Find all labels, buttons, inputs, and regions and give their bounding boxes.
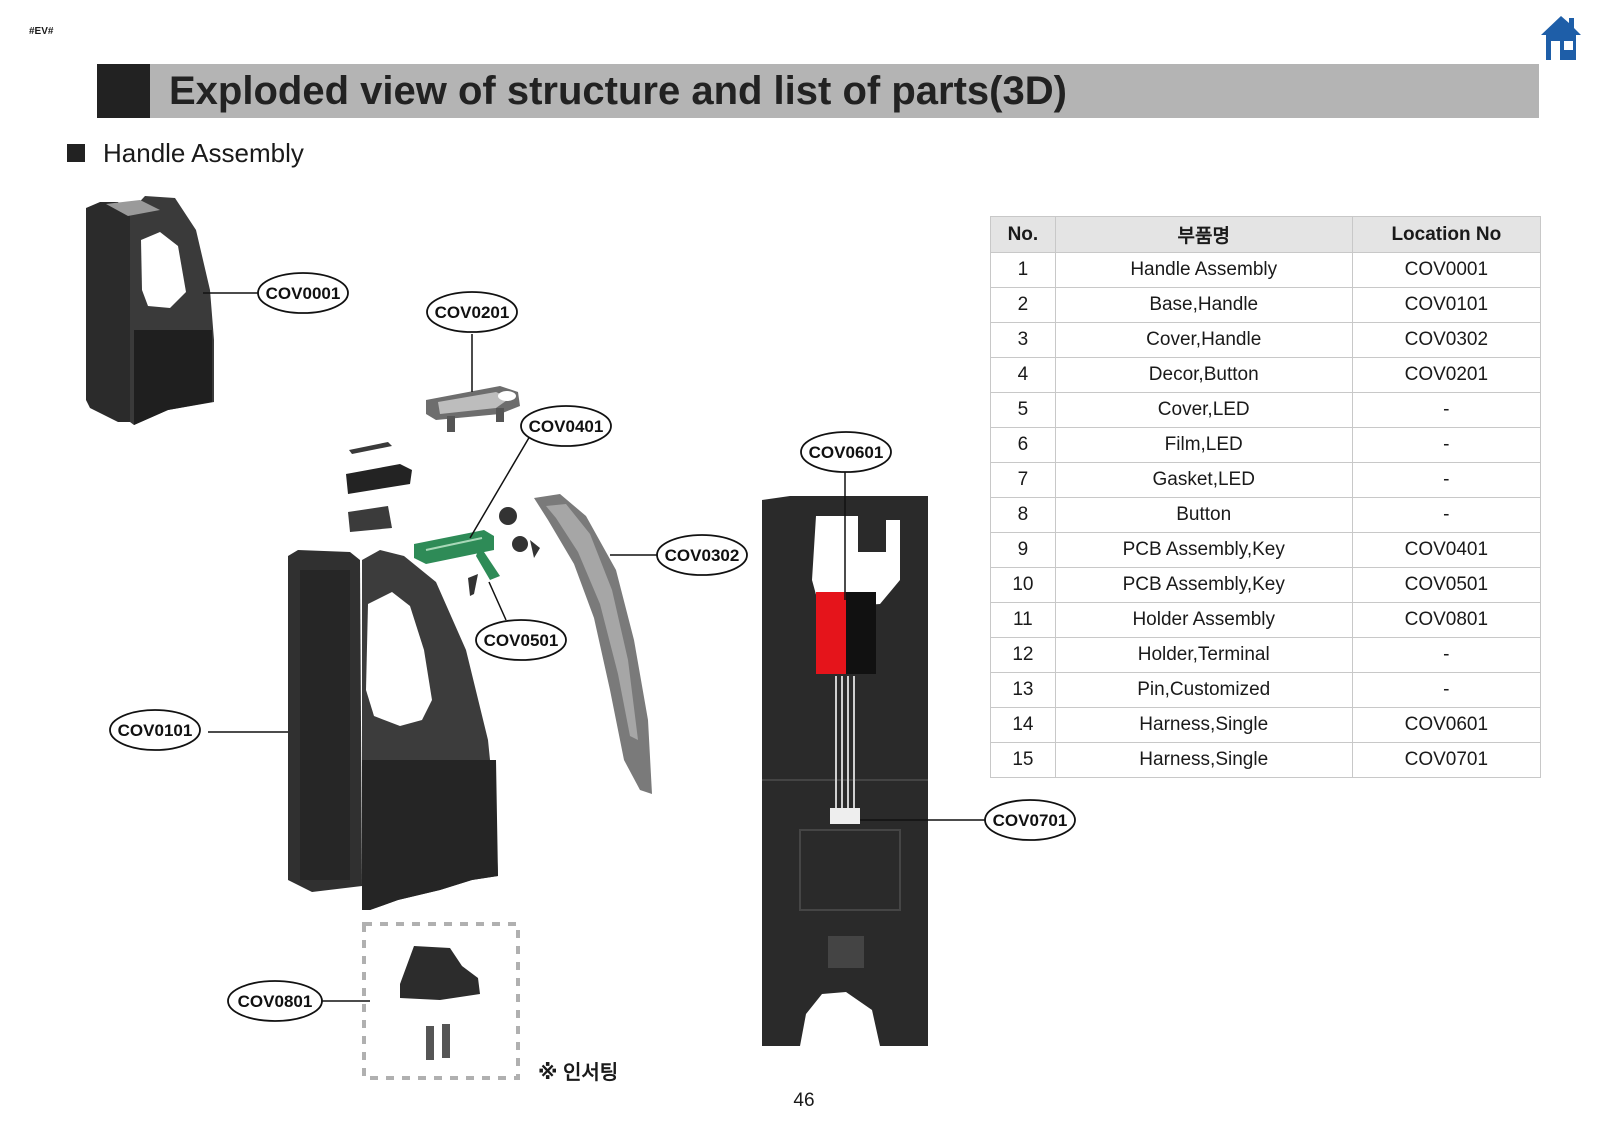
cell-no: 5 [990,392,1056,428]
insert-note: ※ 인서팅 [538,1062,619,1084]
cell-part-name: Handle Assembly [1054,252,1353,288]
cell-part-name: PCB Assembly,Key [1054,532,1353,568]
cell-no: 10 [990,567,1056,603]
table-header-row: No. 부품명 Location No [990,216,1542,253]
pcb-key-part [414,530,500,596]
callout-cov0101: COV0101 [118,721,193,740]
cell-location-no: COV0001 [1351,252,1542,288]
cell-location-no: - [1351,497,1542,533]
cell-part-name: Harness,Single [1054,707,1353,743]
cell-no: 6 [990,427,1056,463]
title-block [97,64,150,118]
cell-location-no: - [1351,462,1542,498]
small-screws [499,507,540,558]
cell-part-name: Button [1054,497,1353,533]
cell-no: 2 [990,287,1056,323]
cell-location-no: COV0701 [1351,742,1542,778]
cell-location-no: COV0401 [1351,532,1542,568]
ev-tag: #EV# [29,26,54,37]
leader-lines [203,292,989,1002]
page-number: 46 [793,1090,815,1111]
base-handle-part [288,550,498,910]
holder-assembly-box [362,922,520,1080]
holder-assembly-part [400,946,480,1060]
cell-no: 13 [990,672,1056,708]
callout-cov0401: COV0401 [529,417,604,436]
home-icon[interactable] [1540,15,1582,61]
cell-no: 1 [990,252,1056,288]
title-bar: Exploded view of structure and list of p… [97,64,1539,118]
cell-location-no: COV0302 [1351,322,1542,358]
callout-cov0601: COV0601 [809,443,884,462]
cell-part-name: Gasket,LED [1054,462,1353,498]
cell-location-no: - [1351,672,1542,708]
cell-no: 3 [990,322,1056,358]
cell-part-name: Decor,Button [1054,357,1353,393]
callout-cov0201: COV0201 [435,303,510,322]
led-parts-stack [346,442,412,532]
header-no: No. [990,216,1056,253]
cell-no: 15 [990,742,1056,778]
cell-no: 9 [990,532,1056,568]
decor-button-part [426,386,520,432]
header-location-no: Location No [1351,216,1542,253]
callout-cov0302: COV0302 [665,546,740,565]
section-bullet-icon [67,144,85,162]
cover-handle-part [534,494,652,794]
cell-part-name: Holder,Terminal [1054,637,1353,673]
header-part-name: 부품명 [1054,216,1353,253]
callout-cov0801: COV0801 [238,992,313,1011]
cell-no: 11 [990,602,1056,638]
callout-cov0701: COV0701 [993,811,1068,830]
cell-no: 12 [990,637,1056,673]
cell-no: 8 [990,497,1056,533]
callout-cov0501: COV0501 [484,631,559,650]
cell-location-no: COV0201 [1351,357,1542,393]
handle-assembly-part [86,196,214,425]
cell-location-no: - [1351,637,1542,673]
cell-no: 4 [990,357,1056,393]
cell-location-no: COV0801 [1351,602,1542,638]
cell-part-name: Harness,Single [1054,742,1353,778]
cell-location-no: COV0501 [1351,567,1542,603]
section-title: Handle Assembly [103,138,304,168]
cell-location-no: COV0101 [1351,287,1542,323]
cell-no: 14 [990,707,1056,743]
cell-part-name: Holder Assembly [1054,602,1353,638]
cell-location-no: COV0601 [1351,707,1542,743]
cell-part-name: Film,LED [1054,427,1353,463]
cell-part-name: Base,Handle [1054,287,1353,323]
cell-part-name: Cover,LED [1054,392,1353,428]
cell-location-no: - [1351,392,1542,428]
cell-part-name: PCB Assembly,Key [1054,567,1353,603]
cell-no: 7 [990,462,1056,498]
page-title: Exploded view of structure and list of p… [169,69,1067,113]
cell-part-name: Cover,Handle [1054,322,1353,358]
callout-ellipses [109,272,1076,1022]
callout-cov0001: COV0001 [266,284,341,303]
cell-location-no: - [1351,427,1542,463]
cell-part-name: Pin,Customized [1054,672,1353,708]
handle-back-part [762,496,928,1046]
